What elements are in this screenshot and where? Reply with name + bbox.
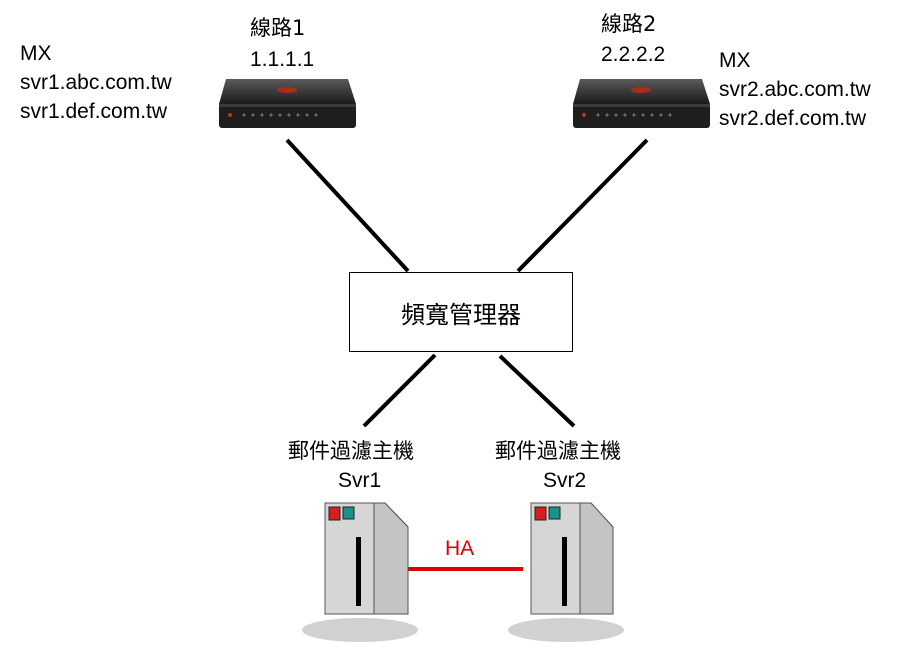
- line1-ip: 1.1.1.1: [250, 48, 315, 71]
- manager-to-svr2-link: [498, 354, 576, 428]
- server1-name: Svr1: [338, 469, 382, 492]
- line2-to-manager-link: [516, 138, 649, 273]
- bandwidth-manager-label: 頻寬管理器: [401, 300, 521, 329]
- bandwidth-manager-box: 頻寬管理器: [349, 272, 573, 352]
- server2-name: Svr2: [543, 469, 587, 492]
- mx1-host: svr1.def.com.tw: [20, 100, 168, 123]
- mx2-label: MX: [719, 49, 751, 72]
- line2-name: 線路2: [601, 12, 657, 36]
- ha-label: HA: [445, 537, 475, 560]
- mx1-label: MX: [20, 42, 52, 65]
- mx2-host: svr2.def.com.tw: [719, 107, 867, 130]
- mx1-host: svr1.abc.com.tw: [20, 71, 172, 94]
- server1-title: 郵件過濾主機: [288, 439, 414, 463]
- line1-name: 線路1: [250, 16, 306, 40]
- line1-to-manager-link: [285, 138, 410, 273]
- server2-title: 郵件過濾主機: [495, 439, 621, 463]
- manager-to-svr1-link: [362, 353, 437, 428]
- mx2-host: svr2.abc.com.tw: [719, 78, 871, 101]
- line2-ip: 2.2.2.2: [601, 43, 666, 66]
